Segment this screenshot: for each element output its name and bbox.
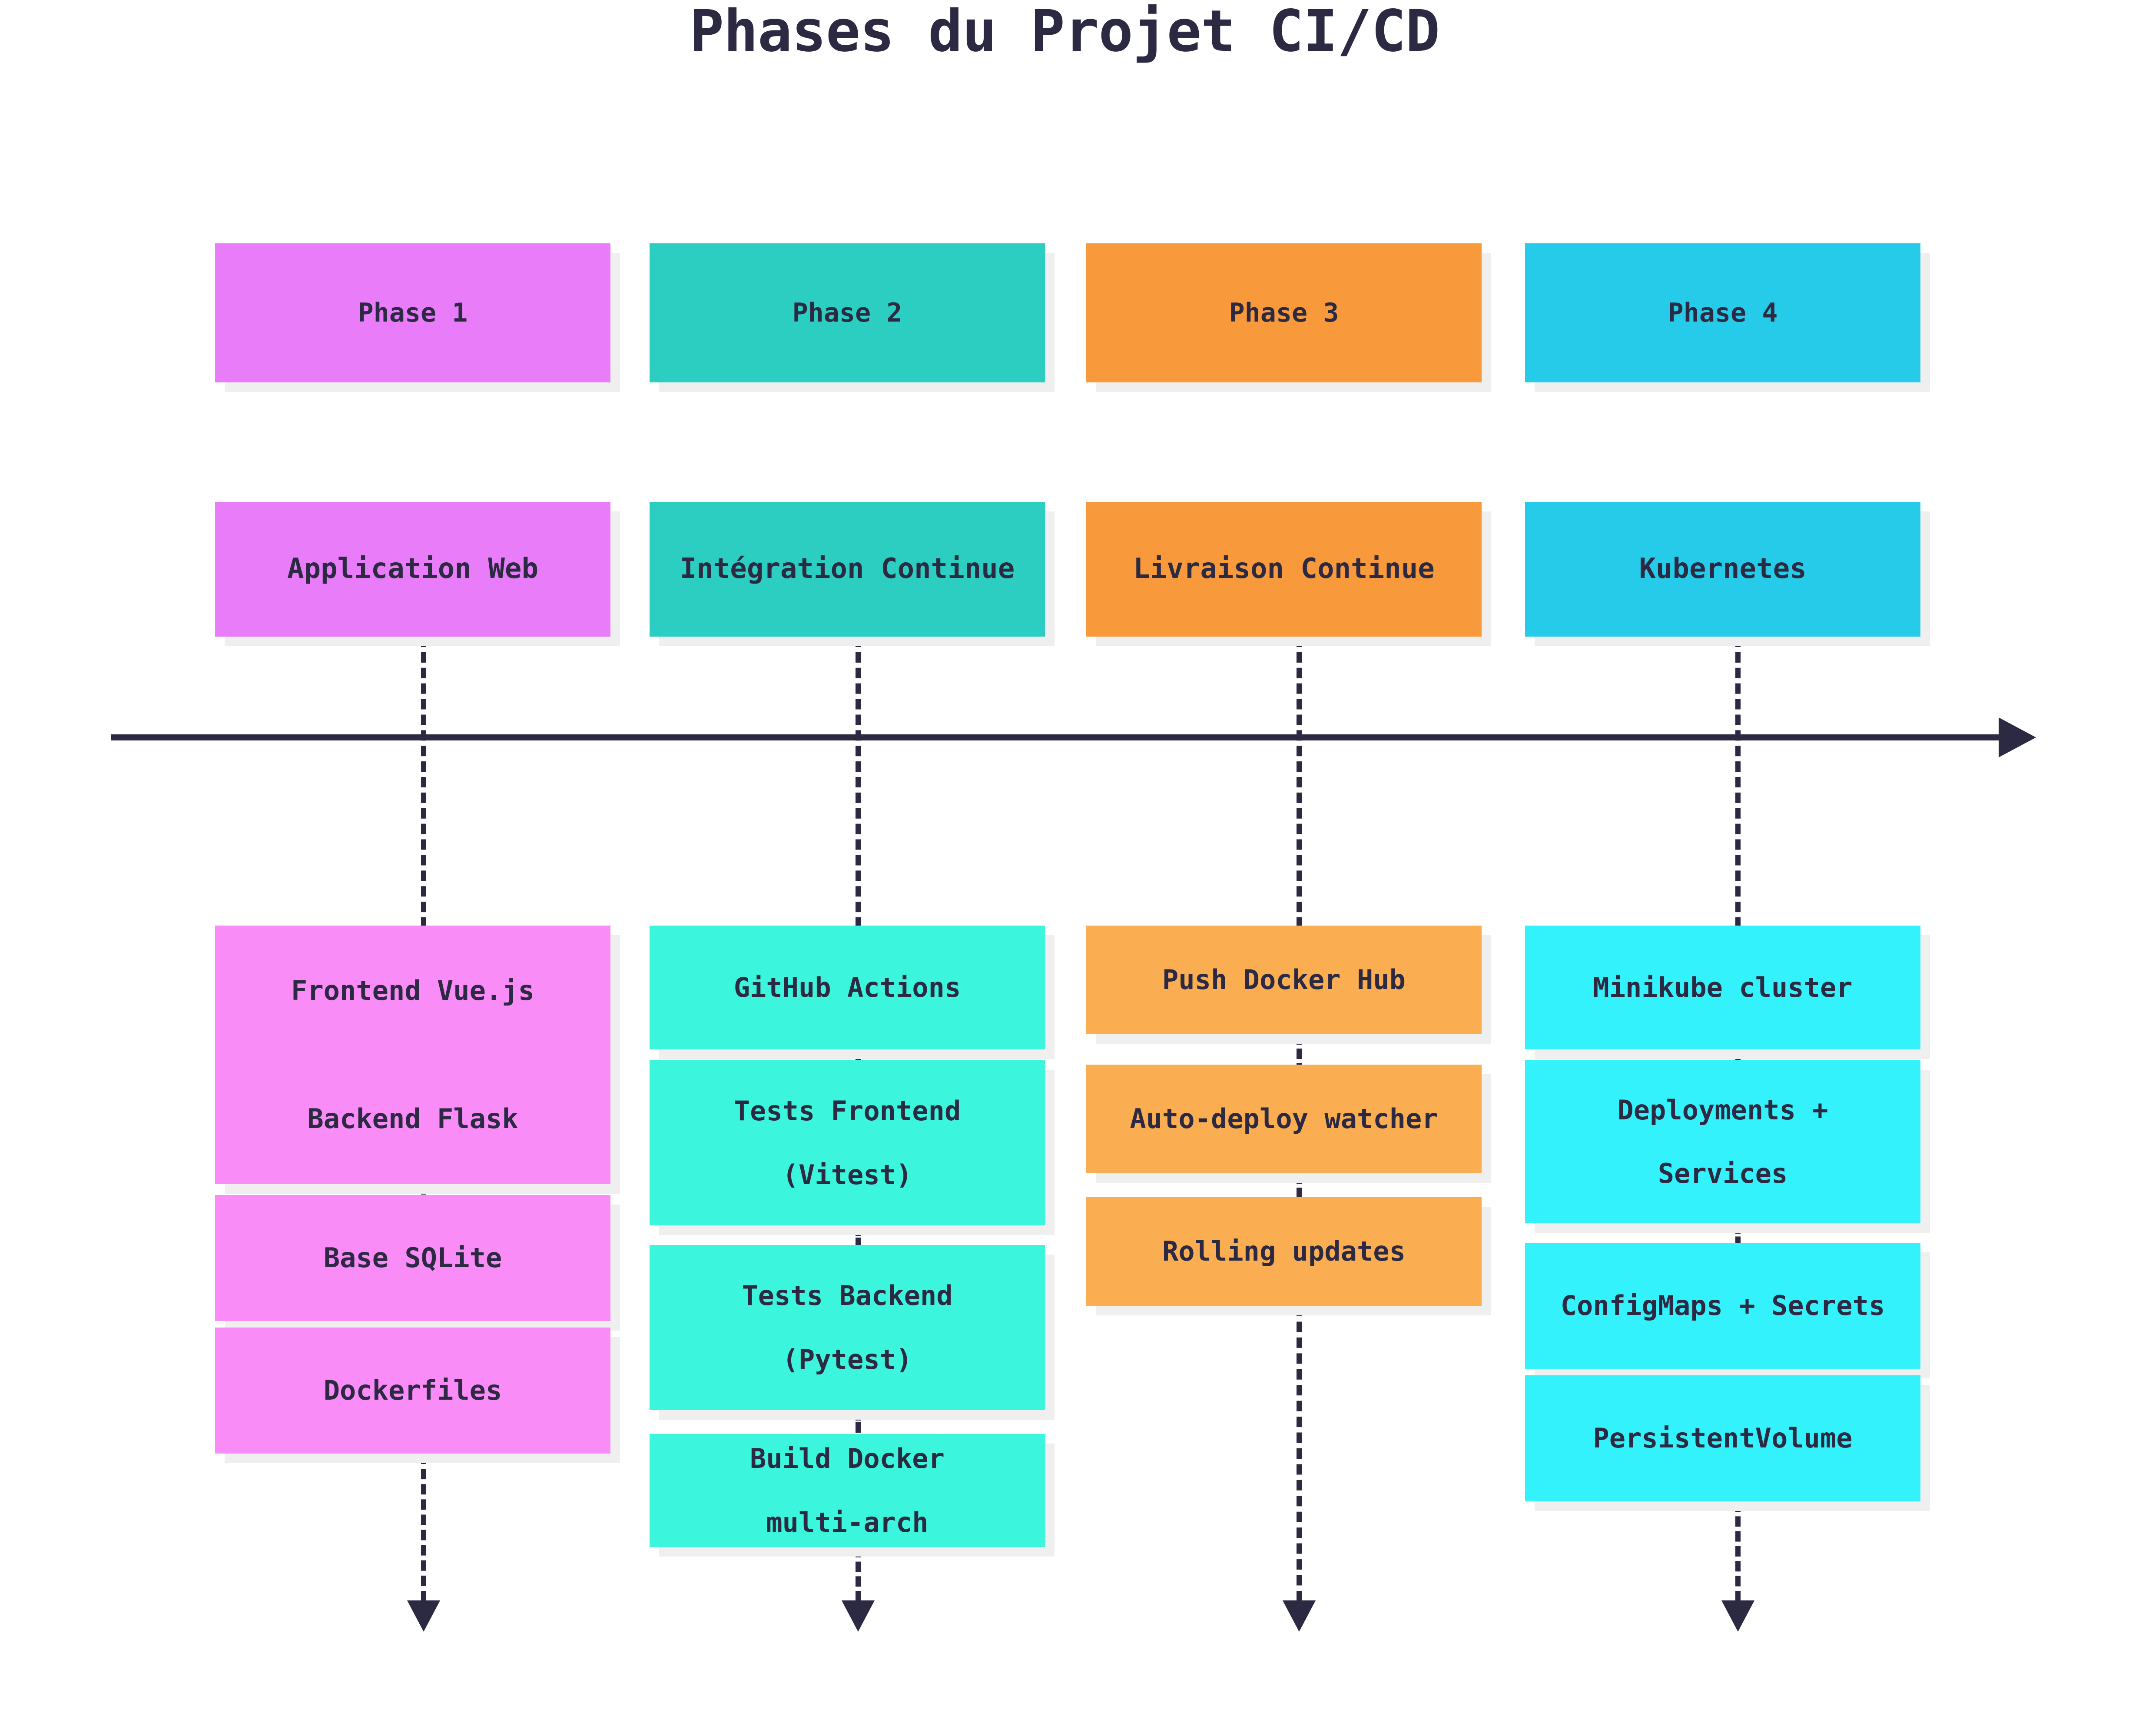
item-card-p4-1[interactable]: Deployments + Services [1525,1060,1920,1223]
connector-p2-tail [856,1547,861,1601]
arrow-down-icon-p3 [1283,1600,1316,1632]
connector-stream-to-items-4 [1735,637,1741,928]
item-card-p4-2[interactable]: ConfigMaps + Secrets [1525,1243,1920,1369]
item-card-p1-0-label: Frontend Vue.js [291,975,534,1007]
connector-stream-to-items-2 [856,637,861,928]
item-card-p2-0-label: GitHub Actions [733,971,961,1003]
item-card-p2-2-label: Tests Backend (Pytest) [657,1280,1037,1375]
item-card-p3-0[interactable]: Push Docker Hub [1086,926,1482,1034]
connector-p3-0-1 [1297,1034,1302,1073]
stream-card-3[interactable]: Livraison Continue [1086,502,1482,637]
item-card-p4-1-line2: Services [1658,1158,1788,1190]
stream-card-2-label: Intégration Continue [680,553,1015,585]
stream-card-1-label: Application Web [287,553,538,585]
item-card-p3-1[interactable]: Auto-deploy watcher [1086,1065,1482,1173]
item-card-p1-1-label: Backend Flask [307,1103,518,1135]
item-card-p1-0[interactable]: Frontend Vue.js [215,926,610,1056]
item-card-p2-3-line1: Build Docker [750,1443,945,1475]
phase-header-2[interactable]: Phase 2 [650,243,1045,382]
item-card-p1-3[interactable]: Dockerfiles [215,1328,610,1454]
item-card-p2-3[interactable]: Build Docker multi-arch [650,1434,1045,1547]
item-card-p1-2[interactable]: Base SQLite [215,1195,610,1321]
stream-card-3-label: Livraison Continue [1133,553,1435,585]
item-card-p2-0[interactable]: GitHub Actions [650,926,1045,1049]
connector-p4-tail [1735,1501,1741,1601]
arrow-right-icon [1999,717,2036,757]
item-card-p3-2-label: Rolling updates [1162,1235,1406,1268]
item-card-p3-2[interactable]: Rolling updates [1086,1197,1482,1306]
item-card-p2-2-line2: (Pytest) [782,1343,912,1375]
phase-header-1-label: Phase 1 [358,297,468,328]
item-card-p4-1-label: Deployments + Services [1533,1094,1913,1189]
item-card-p2-1-label: Tests Frontend (Vitest) [657,1095,1037,1190]
arrow-down-icon-p4 [1721,1600,1754,1632]
phase-header-2-label: Phase 2 [792,297,902,328]
stream-card-1[interactable]: Application Web [215,502,610,637]
item-card-p2-1[interactable]: Tests Frontend (Vitest) [650,1060,1045,1225]
arrow-down-icon-p2 [842,1600,875,1632]
stream-card-2[interactable]: Intégration Continue [650,502,1045,637]
item-card-p4-3[interactable]: PersistentVolume [1525,1375,1920,1501]
item-card-p4-0-label: Minikube cluster [1593,971,1853,1003]
item-card-p2-3-line2: multi-arch [766,1506,929,1538]
item-card-p2-1-line1: Tests Frontend [733,1095,961,1127]
arrow-down-icon-p1 [407,1600,440,1632]
item-card-p2-3-label: Build Docker multi-arch [657,1443,1037,1538]
item-card-p2-1-line2: (Vitest) [782,1158,912,1191]
item-card-p1-1[interactable]: Backend Flask [215,1054,610,1184]
page-title: Phases du Projet CI/CD [689,0,1440,65]
phase-header-1[interactable]: Phase 1 [215,243,610,382]
phase-header-3[interactable]: Phase 3 [1086,243,1482,382]
phase-header-4[interactable]: Phase 4 [1525,243,1920,382]
item-card-p4-0[interactable]: Minikube cluster [1525,926,1920,1049]
connector-p1-tail [421,1454,426,1601]
item-card-p1-2-label: Base SQLite [323,1242,502,1274]
timeline-axis [111,734,2023,740]
phase-header-3-label: Phase 3 [1229,297,1339,328]
item-card-p4-3-label: PersistentVolume [1593,1422,1853,1454]
phase-header-4-label: Phase 4 [1668,297,1778,328]
stream-card-4-label: Kubernetes [1639,553,1807,585]
connector-stream-to-items-3 [1297,637,1302,928]
item-card-p1-3-label: Dockerfiles [323,1374,502,1407]
item-card-p4-2-label: ConfigMaps + Secrets [1560,1290,1885,1322]
item-card-p4-1-line1: Deployments + [1617,1094,1828,1126]
item-card-p3-0-label: Push Docker Hub [1162,964,1406,996]
connector-stream-to-items-1 [421,637,426,928]
item-card-p2-2-line1: Tests Backend [742,1280,953,1312]
item-card-p2-2[interactable]: Tests Backend (Pytest) [650,1245,1045,1410]
stream-card-4[interactable]: Kubernetes [1525,502,1920,637]
item-card-p3-1-label: Auto-deploy watcher [1130,1103,1438,1135]
connector-p3-tail [1297,1306,1302,1601]
